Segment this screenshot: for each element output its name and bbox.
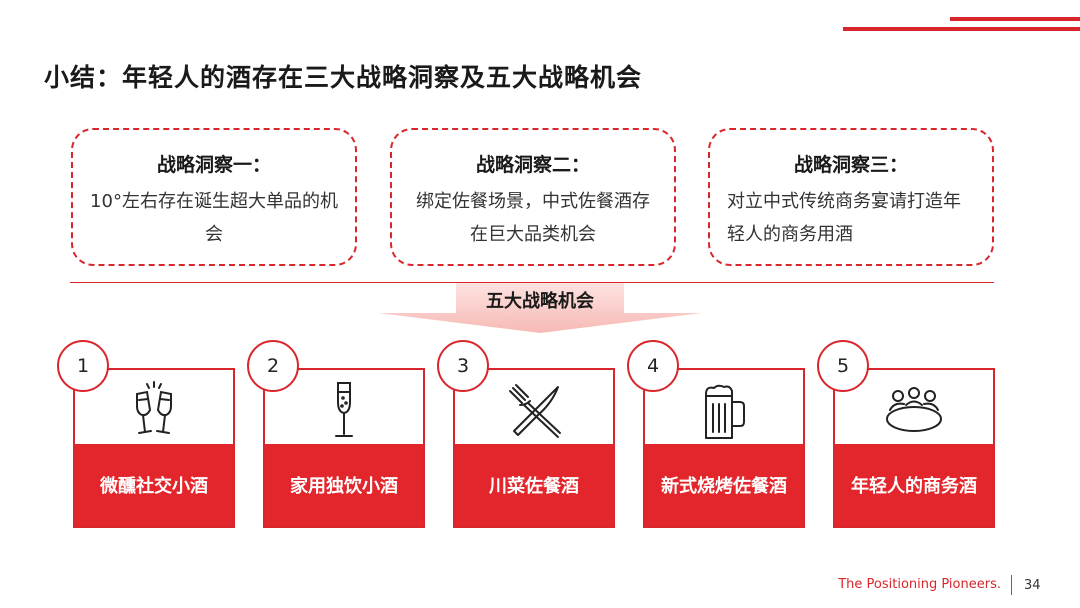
header-accent-line-short — [950, 17, 1080, 21]
insight-card-3: 战略洞察三： 对立中式传统商务宴请打造年轻人的商务用酒 — [708, 128, 994, 266]
opportunity-card-3: 川菜佐餐酒 — [453, 368, 615, 528]
champagne-toast-icon — [136, 381, 172, 434]
round-table-meeting-icon — [886, 387, 942, 432]
opportunity-card-1: 微醺社交小酒 — [73, 368, 235, 528]
opportunity-number-badge: 3 — [437, 340, 489, 392]
insight-body: 对立中式传统商务宴请打造年轻人的商务用酒 — [727, 191, 961, 245]
opportunity-number-badge: 1 — [57, 340, 109, 392]
header-accent-line-long — [843, 27, 1080, 31]
opportunity-card-2: 家用独饮小酒 — [263, 368, 425, 528]
fork-knife-icon — [509, 384, 561, 438]
slide-title: 小结：年轻人的酒存在三大战略洞察及五大战略机会 — [44, 63, 643, 92]
footer-separator — [1011, 575, 1012, 595]
opportunity-label: 微醺社交小酒 — [100, 476, 208, 497]
down-arrow-banner — [378, 283, 702, 333]
insight-card-2: 战略洞察二： 绑定佐餐场景，中式佐餐酒存在巨大品类机会 — [390, 128, 676, 266]
insight-card-1: 战略洞察一： 10°左右存在诞生超大单品的机会 — [71, 128, 357, 266]
insight-title: 战略洞察三： — [793, 154, 908, 176]
section-divider — [70, 282, 994, 283]
footer-brand: The Positioning Pioneers. — [838, 577, 1001, 592]
insight-body: 10°左右存在诞生超大单品的机会 — [90, 191, 338, 245]
insight-body: 绑定佐餐场景，中式佐餐酒存在巨大品类机会 — [416, 191, 650, 245]
opportunity-number-badge: 4 — [627, 340, 679, 392]
opportunity-label: 家用独饮小酒 — [290, 476, 398, 497]
opportunity-card-5: 年轻人的商务酒 — [833, 368, 995, 528]
insight-title: 战略洞察一： — [156, 154, 271, 176]
page-number: 34 — [1024, 578, 1041, 593]
opportunity-label: 新式烧烤佐餐酒 — [661, 476, 787, 497]
opportunity-card-4: 新式烧烤佐餐酒 — [643, 368, 805, 528]
champagne-flute-icon — [335, 382, 353, 437]
opportunity-label: 川菜佐餐酒 — [489, 476, 579, 497]
opportunity-label: 年轻人的商务酒 — [851, 476, 977, 497]
beer-mug-icon — [705, 384, 745, 439]
opportunity-number-badge: 5 — [817, 340, 869, 392]
opportunity-number-badge: 2 — [247, 340, 299, 392]
insight-title: 战略洞察二： — [475, 154, 590, 176]
opportunities-heading: 五大战略机会 — [486, 291, 594, 312]
